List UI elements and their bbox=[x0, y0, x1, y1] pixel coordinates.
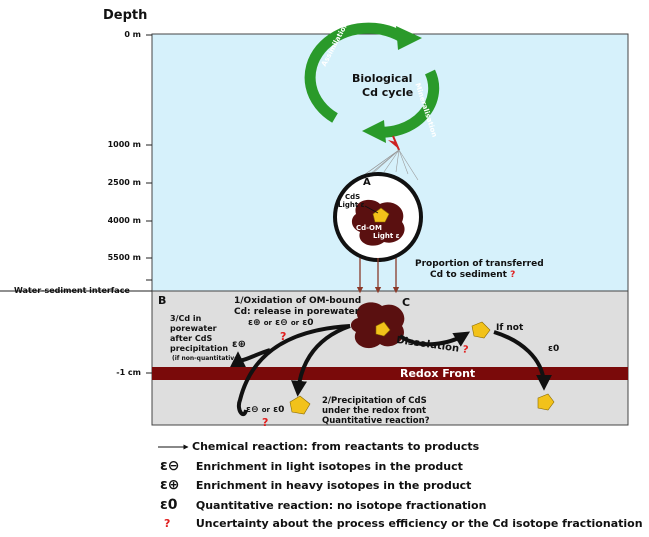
precip-line1: 2/Precipitation of CdS bbox=[322, 396, 427, 406]
cds-crystal-precipitated bbox=[289, 395, 311, 415]
bottom-eps-light: ε bbox=[246, 405, 252, 415]
cycle-arrowhead-top bbox=[396, 26, 422, 50]
precip-line2: under the redox front bbox=[322, 406, 427, 416]
porewater-line2: porewater bbox=[170, 324, 217, 333]
oxidation-question: ? bbox=[280, 330, 287, 343]
legend-symbol-heavy: ε⊕ bbox=[160, 477, 180, 493]
porewater-line3: after CdS bbox=[170, 334, 213, 343]
oxidation-line2: Cd: release in porewater bbox=[234, 307, 360, 317]
label-c: C bbox=[402, 296, 411, 309]
eps-light-ox: ε bbox=[275, 318, 281, 328]
ox-or-2: or bbox=[290, 319, 300, 327]
cycle-title-line2: Cd cycle bbox=[362, 86, 414, 99]
proportion-line2-text: Cd to sediment bbox=[430, 270, 507, 280]
redox-front-band bbox=[152, 367, 628, 380]
oxidation-line1: 1/Oxidation of OM-bound bbox=[234, 296, 362, 306]
legend-row-uncertainty: ? Uncertainty about the process efficien… bbox=[160, 517, 643, 530]
dissolution-question: ? bbox=[461, 344, 469, 356]
cycle-title-line1: Biological bbox=[352, 72, 413, 85]
cds-crystal-dissolution bbox=[471, 321, 491, 339]
depth-axis bbox=[146, 34, 152, 374]
porewater-line5: (if non-quantitative) bbox=[172, 355, 242, 362]
legend-row-heavy: ε⊕ Enrichment in heavy isotopes in the p… bbox=[160, 477, 471, 493]
flux-arrows bbox=[356, 258, 400, 294]
cycle-arrowhead-bottom bbox=[362, 120, 386, 143]
cds-crystal-final bbox=[537, 393, 555, 411]
depth-tick-4: 5500 m bbox=[107, 253, 141, 262]
zoom-letter: A bbox=[363, 177, 371, 188]
legend-text-quant: Quantitative reaction: no isotope fracti… bbox=[195, 499, 487, 512]
eps-heavy-ox: ε bbox=[248, 318, 254, 328]
redox-front-label: Redox Front bbox=[400, 367, 476, 380]
legend-text-uncertainty: Uncertainty about the process efficiency… bbox=[195, 517, 643, 530]
bottom-or: or bbox=[261, 406, 270, 414]
depth-tick-2: 2500 m bbox=[107, 178, 141, 187]
bottom-question: ? bbox=[262, 416, 269, 429]
bottom-eps: ε⊖ or ε0 bbox=[246, 405, 285, 415]
ox-or-1: or bbox=[263, 319, 272, 327]
depth-tick-5: -1 cm bbox=[116, 368, 141, 377]
zoom-light1: Light ε bbox=[338, 201, 365, 209]
depth-tick-0: 0 m bbox=[124, 30, 141, 39]
eps0-ox: ε0 bbox=[302, 318, 314, 328]
organic-particle bbox=[351, 199, 405, 246]
proportion-line1: Proportion of transferred bbox=[415, 259, 544, 269]
cds-crystal-zoom bbox=[372, 207, 390, 223]
legend-symbol-light: ε⊖ bbox=[160, 458, 180, 474]
legend-row-reaction: Chemical reaction: from reactants to pro… bbox=[160, 440, 479, 453]
proportion-line2: Cd to sediment ? bbox=[430, 270, 515, 280]
eps-plus-symbol: ε bbox=[232, 339, 238, 350]
legend-text-light: Enrichment in light isotopes in the prod… bbox=[195, 460, 463, 473]
legend-text-reaction: Chemical reaction: from reactants to pro… bbox=[192, 440, 480, 453]
legend-row-light: ε⊖ Enrichment in light isotopes in the p… bbox=[160, 458, 463, 474]
zoom-cds: CdS bbox=[345, 193, 361, 201]
zoom-cdom: Cd-OM bbox=[356, 224, 382, 232]
oxidation-line3: ε⊕ or ε⊖ or ε0 bbox=[248, 318, 314, 328]
if-not-label: If not bbox=[496, 323, 524, 333]
bottom-eps0: ε0 bbox=[273, 405, 285, 415]
depth-tick-3: 4000 m bbox=[107, 216, 141, 225]
porewater-line4: precipitation bbox=[170, 344, 229, 353]
depth-tick-1: 1000 m bbox=[107, 140, 141, 149]
cds-crystal-sediment bbox=[375, 321, 391, 337]
depth-title: Depth bbox=[103, 8, 148, 23]
porewater-line1: 3/Cd in bbox=[170, 314, 202, 323]
label-b: B bbox=[158, 294, 167, 307]
interface-label: Water-sediment interface bbox=[14, 286, 130, 295]
precip-line3: Quantitative reaction? bbox=[322, 416, 430, 426]
process-arrows bbox=[230, 324, 552, 417]
legend-row-quant: ε0 Quantitative reaction: no isotope fra… bbox=[160, 497, 486, 513]
cycle-arrows bbox=[304, 22, 440, 138]
legend-text-heavy: Enrichment in heavy isotopes in the prod… bbox=[195, 479, 472, 492]
eps-plus-porewater: ε⊕ bbox=[232, 339, 246, 350]
zoom-light2: Light ε bbox=[373, 232, 400, 240]
legend-symbol-quant: ε0 bbox=[160, 497, 178, 513]
proportion-question: ? bbox=[510, 270, 516, 280]
legend-symbol-question: ? bbox=[164, 517, 171, 530]
eps0-right: ε0 bbox=[548, 344, 560, 354]
